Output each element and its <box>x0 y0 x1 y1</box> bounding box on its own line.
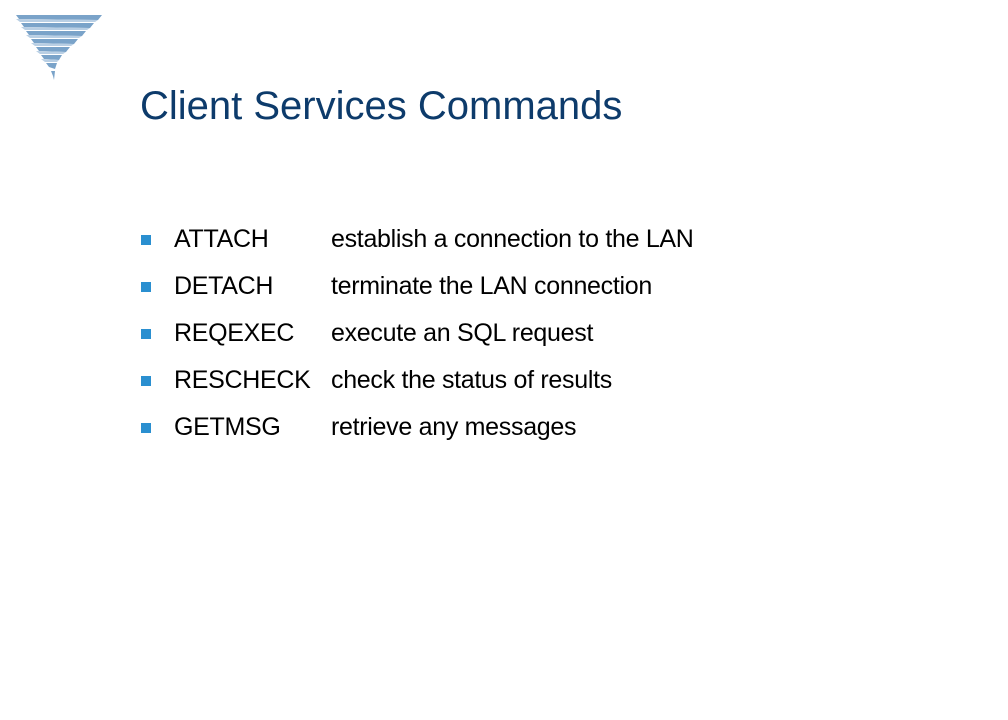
square-bullet-icon <box>141 281 151 292</box>
striped-triangle-logo-icon <box>14 14 102 85</box>
command-name: GETMSG <box>174 413 281 441</box>
command-name: REQEXEC <box>174 319 295 347</box>
list-item: RESCHECK check the status of results <box>141 357 694 404</box>
command-description: retrieve any messages <box>331 413 577 441</box>
square-bullet-icon <box>141 375 151 386</box>
square-bullet-icon <box>141 422 151 433</box>
slide-title: Client Services Commands <box>140 84 623 128</box>
command-name: ATTACH <box>174 225 269 253</box>
command-list: ATTACH establish a connection to the LAN… <box>141 216 694 451</box>
list-item: DETACH terminate the LAN connection <box>141 263 694 310</box>
command-name: RESCHECK <box>174 366 311 394</box>
command-description: check the status of results <box>331 366 612 394</box>
list-item: REQEXEC execute an SQL request <box>141 310 694 357</box>
list-item: ATTACH establish a connection to the LAN <box>141 216 694 263</box>
command-name: DETACH <box>174 272 274 300</box>
command-description: terminate the LAN connection <box>331 272 652 300</box>
square-bullet-icon <box>141 328 151 339</box>
command-description: establish a connection to the LAN <box>331 225 694 253</box>
command-description: execute an SQL request <box>331 319 594 347</box>
square-bullet-icon <box>141 234 151 245</box>
list-item: GETMSG retrieve any messages <box>141 404 694 451</box>
